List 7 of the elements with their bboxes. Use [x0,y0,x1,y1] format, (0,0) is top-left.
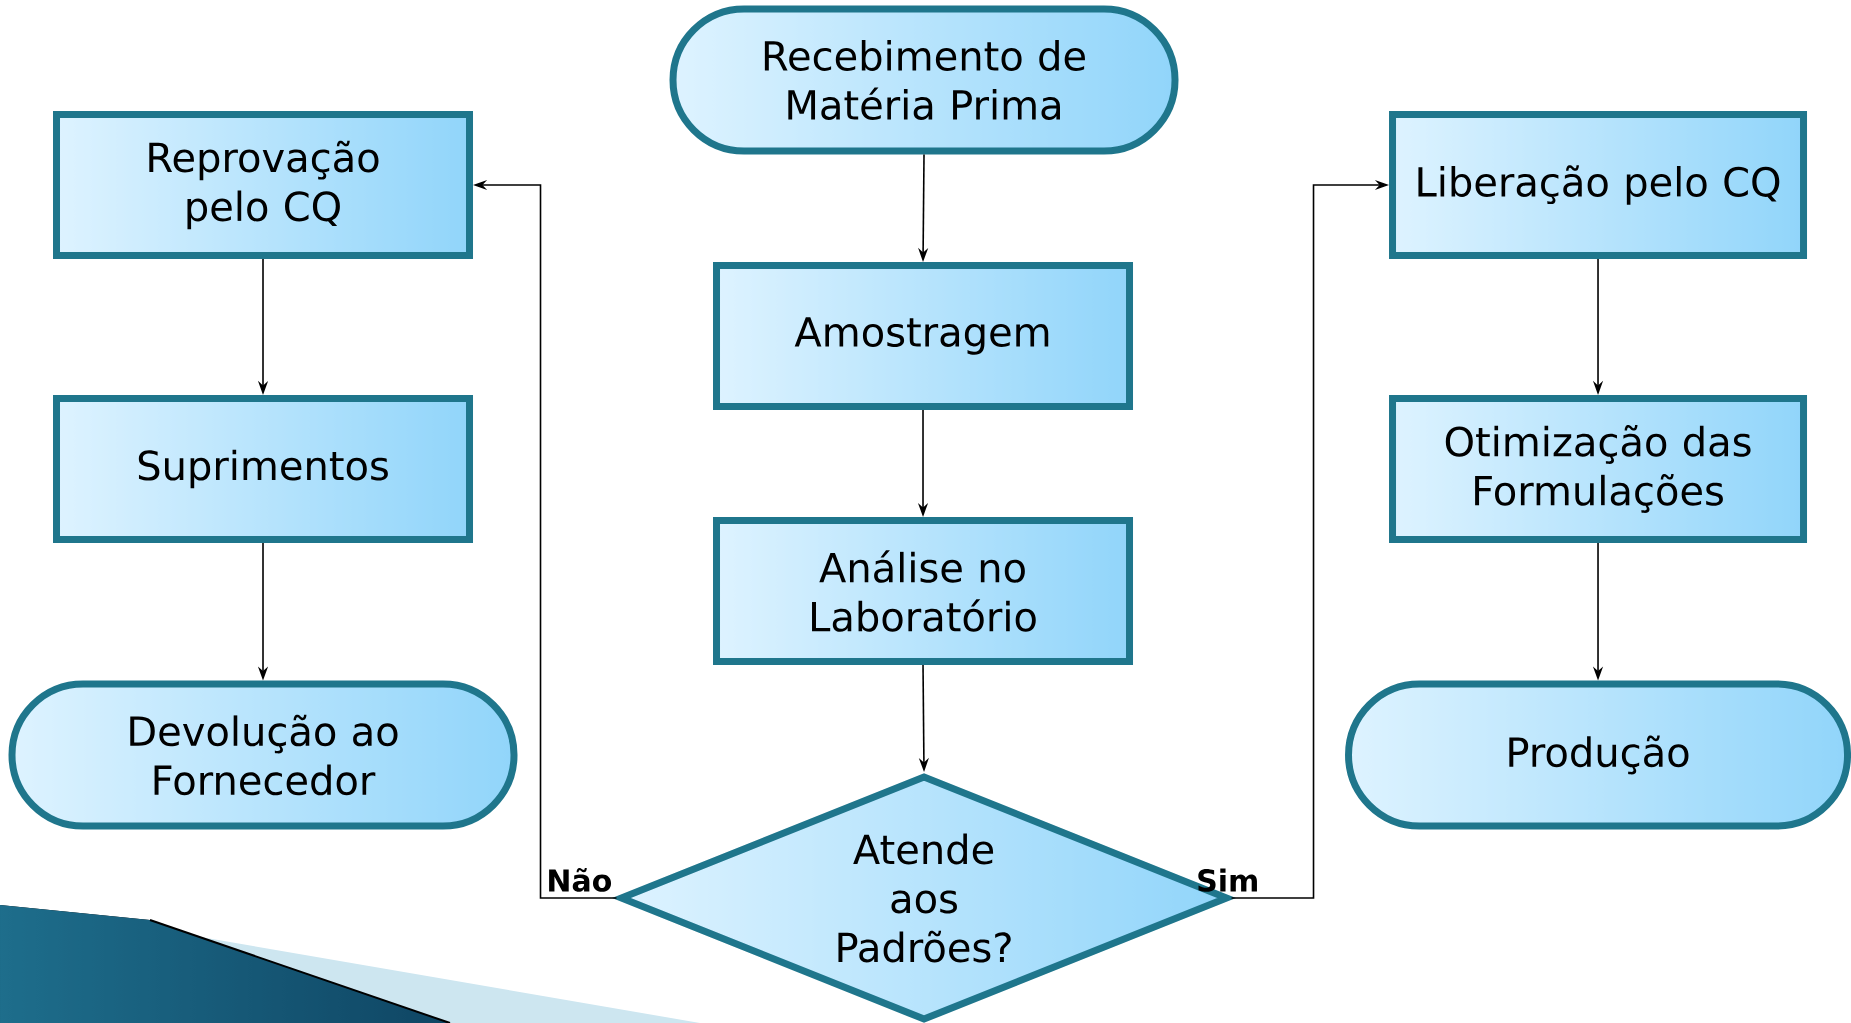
process-box: Reprovação pelo CQ [53,111,473,259]
process-box: Análise no Laboratório [713,517,1133,665]
process-box: Suprimentos [53,395,473,543]
edge-label: Não [549,868,612,892]
process-box: Otimização das Formulações [1389,395,1807,543]
process-box: Liberação pelo CQ [1389,111,1807,259]
process-box: Amostragem [713,262,1133,410]
